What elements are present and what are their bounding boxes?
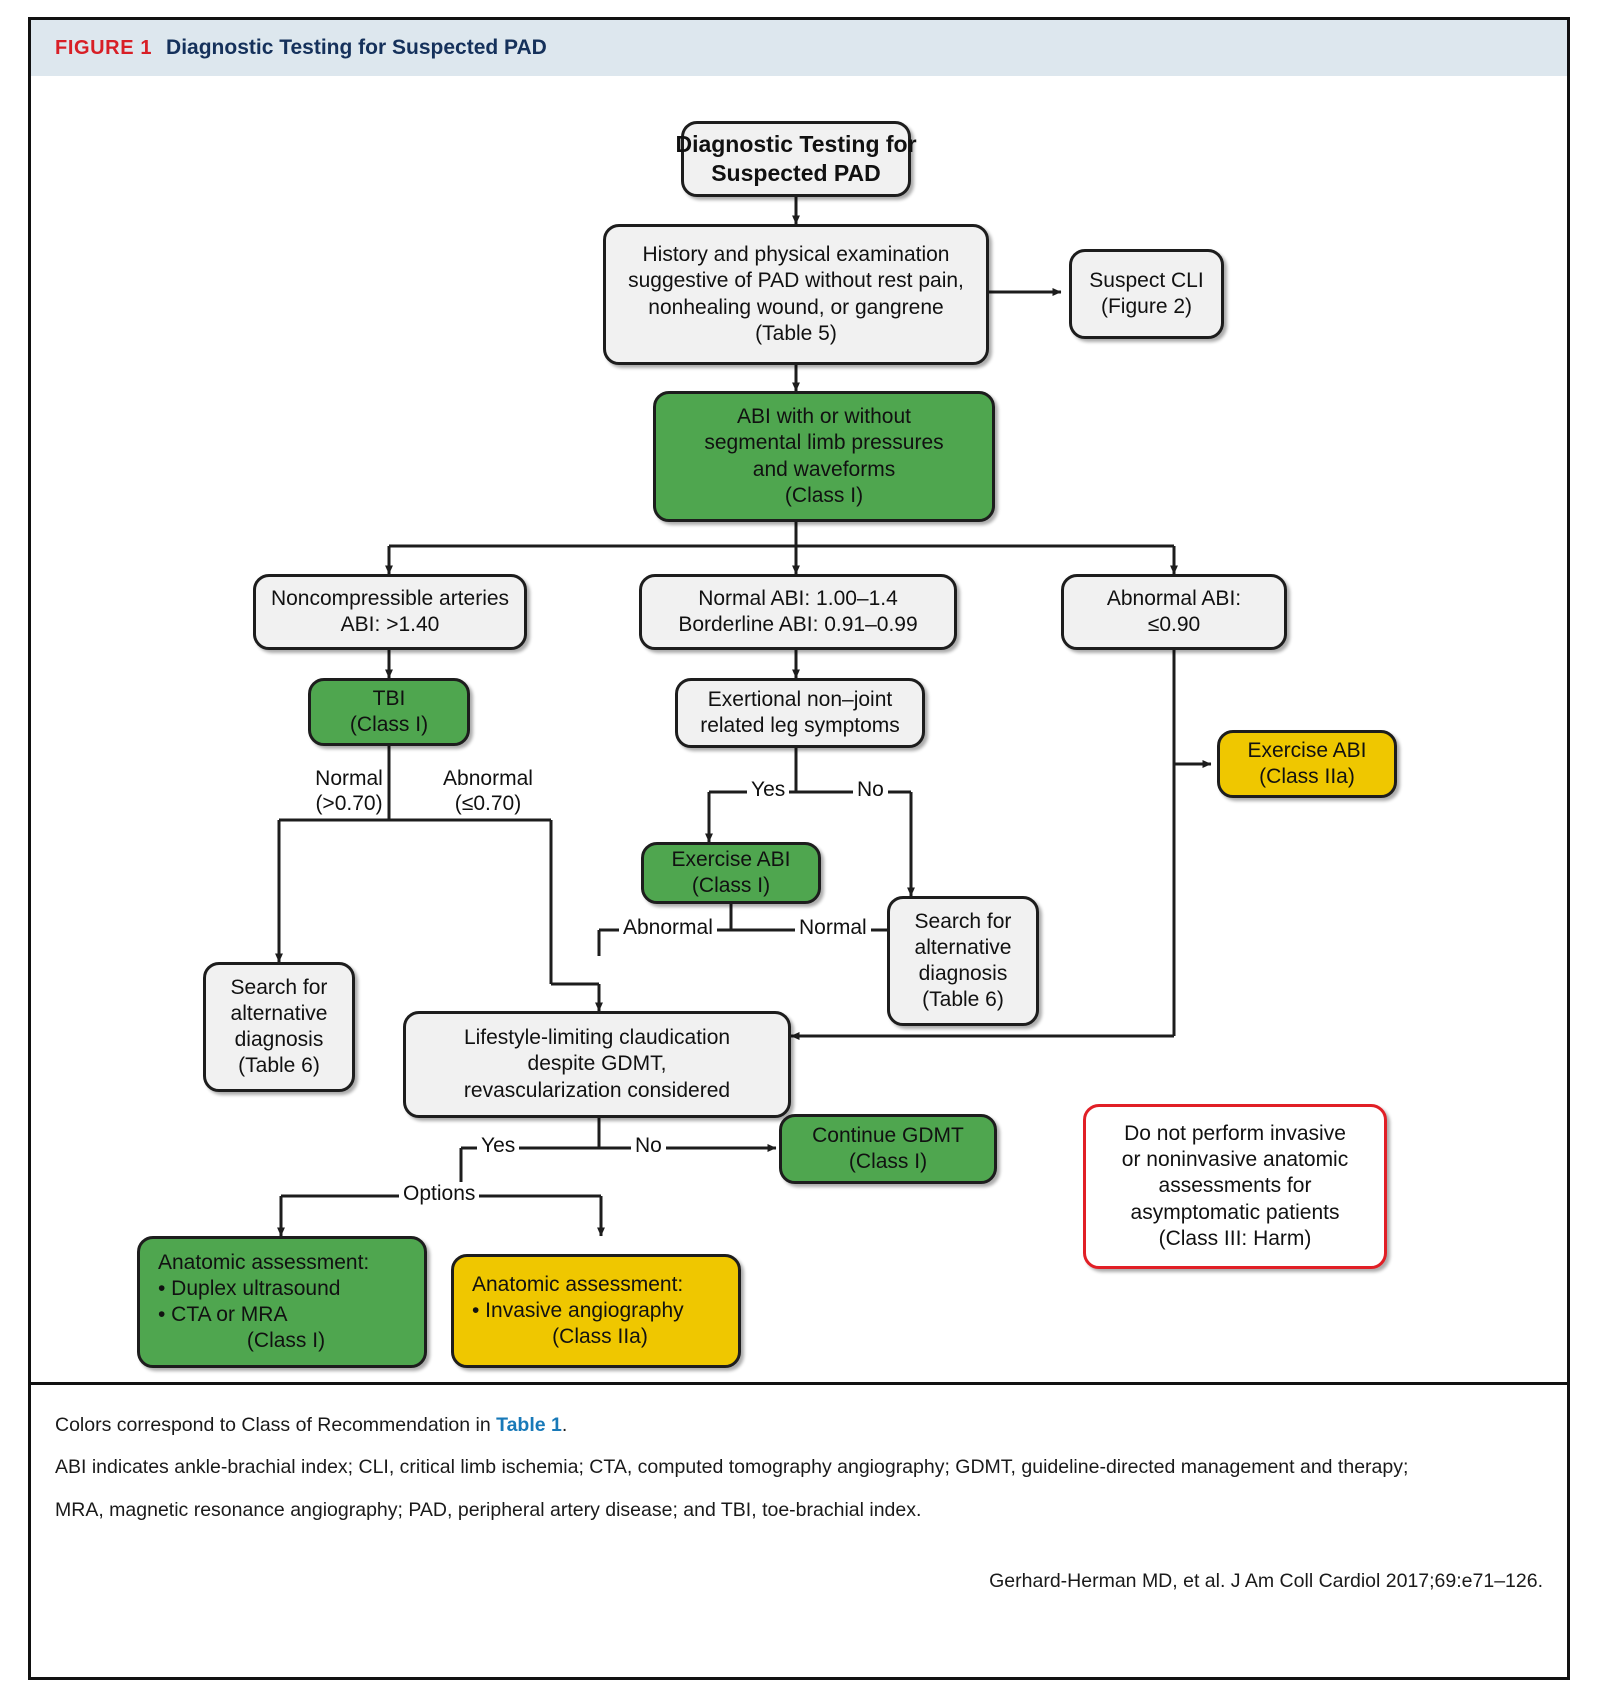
node-history-physical-exam: History and physical examination suggest… <box>603 224 989 365</box>
edge-label-tbi-normal: Normal (>0.70) <box>315 767 383 816</box>
node-abnormal-abi: Abnormal ABI: ≤0.90 <box>1061 574 1287 650</box>
node-tbi: TBI (Class I) <box>308 678 470 746</box>
node-suspect-cli: Suspect CLI (Figure 2) <box>1069 249 1224 339</box>
node-anatomic-assessment-noninvasive: Anatomic assessment: • Duplex ultrasound… <box>137 1236 427 1368</box>
node-anatomic-assessment-invasive: Anatomic assessment: • Invasive angiogra… <box>451 1254 741 1368</box>
footer-abbreviations-line-1: ABI indicates ankle-brachial index; CLI,… <box>55 1456 1409 1479</box>
edge-label-exabi-abnormal: Abnormal <box>619 916 717 940</box>
node-title: Diagnostic Testing for Suspected PAD <box>675 121 917 197</box>
edge-label-exertional-no: No <box>853 778 888 802</box>
node-search-alternative-diagnosis-left: Search for alternative diagnosis (Table … <box>203 962 355 1092</box>
edge-label-exertional-yes: Yes <box>747 778 790 802</box>
node-noncompressible-arteries: Noncompressible arteries ABI: >1.40 <box>253 574 527 650</box>
edge-label-tbi-abnormal: Abnormal (≤0.70) <box>443 767 533 816</box>
figure-header: FIGURE 1 Diagnostic Testing for Suspecte… <box>31 20 1567 76</box>
node-exercise-abi-class-iia: Exercise ABI (Class IIa) <box>1217 730 1397 798</box>
footer-colors-note: Colors correspond to Class of Recommenda… <box>55 1414 568 1436</box>
flowchart-canvas: Diagnostic Testing for Suspected PAD His… <box>31 76 1567 1382</box>
footer-abbreviations-line-2: MRA, magnetic resonance angiography; PAD… <box>55 1498 922 1521</box>
figure-footer: Colors correspond to Class of Recommenda… <box>31 1382 1567 1680</box>
table-1-link[interactable]: Table 1 <box>496 1414 562 1436</box>
node-exercise-abi-class-i: Exercise ABI (Class I) <box>641 842 821 904</box>
edge-label-claudication-no: No <box>631 1134 666 1158</box>
figure-title: Diagnostic Testing for Suspected PAD <box>166 36 547 59</box>
node-do-not-perform-assessments: Do not perform invasive or noninvasive a… <box>1083 1104 1387 1269</box>
node-abi-with-or-without: ABI with or without segmental limb press… <box>653 391 995 522</box>
node-lifestyle-limiting-claudication: Lifestyle-limiting claudication despite … <box>403 1011 791 1118</box>
figure-frame: FIGURE 1 Diagnostic Testing for Suspecte… <box>28 17 1570 1680</box>
footer-citation: Gerhard-Herman MD, et al. J Am Coll Card… <box>989 1569 1543 1592</box>
node-search-alternative-diagnosis-right: Search for alternative diagnosis (Table … <box>887 896 1039 1026</box>
node-continue-gdmt: Continue GDMT (Class I) <box>779 1114 997 1184</box>
edge-label-exabi-normal: Normal <box>795 916 871 940</box>
node-normal-borderline-abi: Normal ABI: 1.00–1.4 Borderline ABI: 0.9… <box>639 574 957 650</box>
node-exertional-leg-symptoms: Exertional non–joint related leg symptom… <box>675 678 925 748</box>
edge-label-claudication-yes: Yes <box>477 1134 520 1158</box>
edge-label-options: Options <box>399 1182 480 1206</box>
figure-number-label: FIGURE 1 <box>55 36 153 59</box>
